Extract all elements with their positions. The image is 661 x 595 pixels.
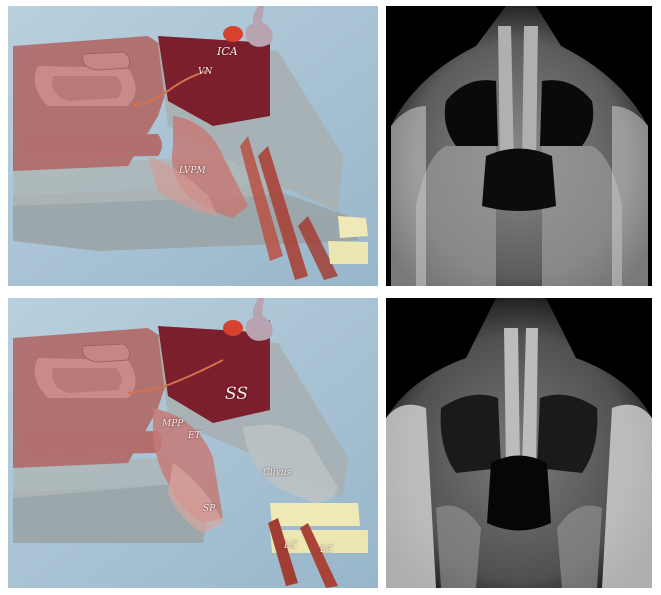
label-clivus: Clivus bbox=[263, 469, 291, 478]
mri-image-top bbox=[386, 6, 652, 286]
anatomy-illustration-top: ICA VN LVPM bbox=[8, 6, 378, 286]
label-et: ET bbox=[188, 432, 201, 441]
label-lvpm: LVPM bbox=[179, 167, 206, 176]
mri-axial-bottom bbox=[386, 298, 652, 588]
mri-image-bottom bbox=[386, 298, 652, 588]
label-ica: ICA bbox=[217, 46, 238, 57]
label-lc-1: LC bbox=[284, 542, 297, 551]
label-sp: SP bbox=[203, 505, 215, 514]
label-mpp: MPP bbox=[162, 420, 183, 429]
anatomy-drawing-top bbox=[8, 6, 378, 286]
label-lc-2: LC bbox=[320, 546, 333, 555]
label-ss: SS bbox=[225, 386, 248, 403]
mri-axial-top bbox=[386, 6, 652, 286]
label-vn: VN bbox=[198, 68, 212, 77]
anatomy-illustration-bottom: SS MPP ET Clivus SP LC LC bbox=[8, 298, 378, 588]
